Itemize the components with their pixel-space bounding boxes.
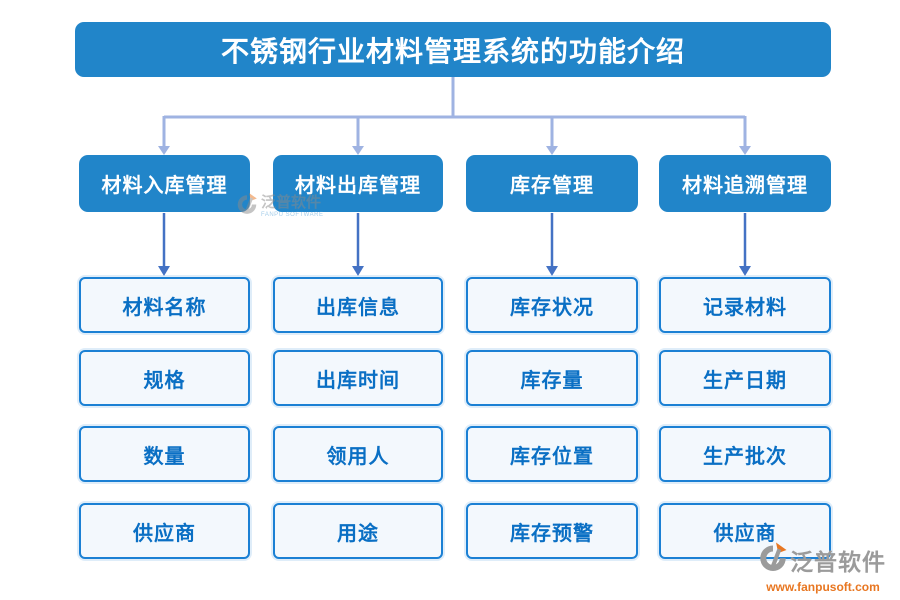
leaf-node: 生产批次 <box>659 426 831 482</box>
leaf-node: 规格 <box>79 350 250 406</box>
branch-label: 材料入库管理 <box>101 175 228 197</box>
branch-label: 材料出库管理 <box>295 175 421 197</box>
leaf-node: 库存预警 <box>466 503 638 559</box>
branch-node-inventory: 库存管理 <box>466 155 638 212</box>
leaf-node: 记录材料 <box>659 277 831 333</box>
leaf-label: 库存预警 <box>510 522 594 545</box>
branch-label: 材料追溯管理 <box>682 175 808 197</box>
leaf-label: 库存位置 <box>510 445 594 468</box>
leaf-node: 生产日期 <box>659 350 831 406</box>
leaf-node: 库存位置 <box>466 426 638 482</box>
leaf-label: 用途 <box>337 522 379 545</box>
leaf-node: 材料名称 <box>79 277 250 333</box>
leaf-label: 库存量 <box>520 369 584 392</box>
watermark-bottom: 泛普软件 www.fanpusoft.com <box>758 541 888 594</box>
watermark-url: www.fanpusoft.com <box>766 580 880 594</box>
leaf-node: 供应商 <box>79 503 250 559</box>
leaf-label: 生产批次 <box>703 445 787 468</box>
branch-node-inbound: 材料入库管理 <box>79 155 250 212</box>
leaf-node: 领用人 <box>273 426 443 482</box>
leaf-label: 记录材料 <box>703 296 787 319</box>
leaf-label: 供应商 <box>713 522 777 545</box>
leaf-label: 规格 <box>143 369 186 392</box>
leaf-label: 数量 <box>143 445 186 468</box>
leaf-label: 库存状况 <box>510 296 594 319</box>
leaf-label: 出库信息 <box>316 296 400 319</box>
leaf-node: 出库信息 <box>273 277 443 333</box>
watermark-brand: 泛普软件 <box>790 549 886 575</box>
page-title-label: 不锈钢行业材料管理系统的功能介绍 <box>220 35 685 67</box>
branch-node-outbound: 材料出库管理 <box>273 155 443 212</box>
fanpu-logo-icon <box>758 541 788 579</box>
leaf-node: 库存量 <box>466 350 638 406</box>
leaf-label: 领用人 <box>326 445 390 468</box>
leaf-node: 库存状况 <box>466 277 638 333</box>
branch-label: 库存管理 <box>510 175 594 197</box>
leaf-node: 出库时间 <box>273 350 443 406</box>
leaf-label: 供应商 <box>133 522 196 545</box>
leaf-node: 用途 <box>273 503 443 559</box>
leaf-label: 生产日期 <box>703 369 787 392</box>
leaf-label: 出库时间 <box>316 369 400 392</box>
leaf-node: 供应商 <box>659 503 831 559</box>
branch-node-traceability: 材料追溯管理 <box>659 155 831 212</box>
leaf-label: 材料名称 <box>122 296 207 319</box>
page-title: 不锈钢行业材料管理系统的功能介绍 <box>75 22 831 77</box>
leaf-node: 数量 <box>79 426 250 482</box>
